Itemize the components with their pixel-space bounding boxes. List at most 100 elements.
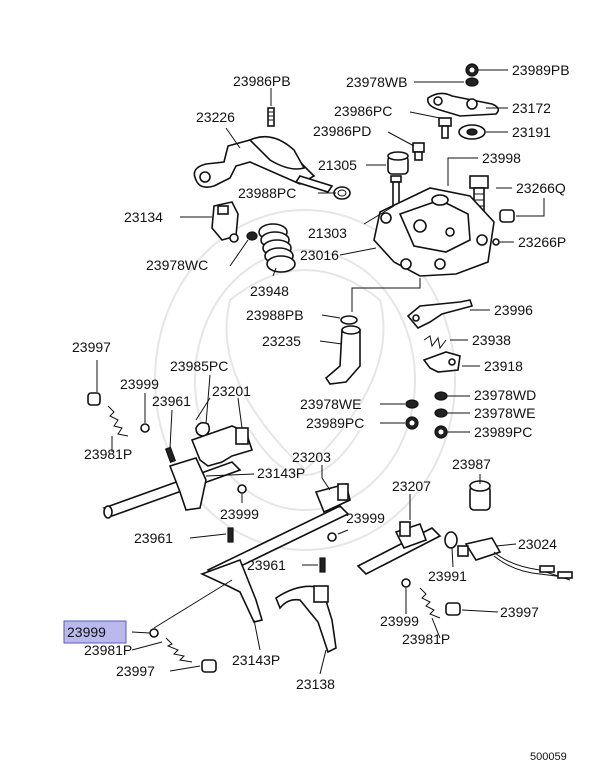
part-23985PC[interactable] — [195, 421, 211, 437]
label-23978WE-mid[interactable]: 23978WE — [300, 396, 361, 412]
part-23986PB[interactable] — [267, 107, 275, 127]
label-23918[interactable]: 23918 — [484, 358, 523, 374]
label-23978WD[interactable]: 23978WD — [474, 387, 536, 403]
part-23024[interactable] — [457, 537, 573, 581]
part-23999-ball-rightmid[interactable] — [327, 532, 337, 542]
label-23203[interactable]: 23203 — [292, 449, 331, 465]
label-23981P-right[interactable]: 23981P — [402, 631, 450, 647]
label-23986PD[interactable]: 23986PD — [313, 123, 371, 139]
label-23948[interactable]: 23948 — [250, 283, 289, 299]
label-23997-top[interactable]: 23997 — [72, 339, 111, 355]
part-23981P-bottom[interactable] — [165, 637, 193, 663]
label-23999-top[interactable]: 23999 — [120, 376, 159, 392]
part-23997-top[interactable] — [87, 392, 101, 406]
part-23997-right[interactable] — [445, 602, 461, 616]
part-23978WD[interactable] — [434, 391, 448, 401]
part-23999-ball-lowright[interactable] — [401, 578, 411, 588]
part-21305[interactable] — [387, 151, 409, 175]
label-23961-top[interactable]: 23961 — [152, 393, 191, 409]
label-23997-right[interactable]: 23997 — [500, 604, 539, 620]
part-23961-mid[interactable] — [227, 527, 234, 543]
part-23938[interactable] — [423, 335, 447, 350]
label-23938[interactable]: 23938 — [472, 332, 511, 348]
part-23981P-left[interactable] — [107, 405, 129, 437]
label-23235[interactable]: 23235 — [262, 333, 301, 349]
label-23999-highlighted[interactable]: 23999 — [67, 624, 106, 640]
part-23978WE-right[interactable] — [434, 408, 448, 418]
part-23981P-right[interactable] — [419, 587, 441, 619]
label-23997-bottom[interactable]: 23997 — [116, 663, 155, 679]
part-23961-lower[interactable] — [319, 557, 326, 573]
label-23998[interactable]: 23998 — [482, 150, 521, 166]
part-23999-ball-highlighted[interactable] — [149, 628, 159, 638]
label-23978WB[interactable]: 23978WB — [346, 74, 407, 90]
label-23996[interactable]: 23996 — [494, 302, 533, 318]
label-23016[interactable]: 23016 — [300, 247, 339, 263]
part-23987[interactable] — [469, 480, 491, 511]
label-23988PC[interactable]: 23988PC — [238, 185, 296, 201]
part-23235[interactable] — [324, 325, 361, 385]
part-23201[interactable] — [190, 425, 254, 467]
label-23978WC[interactable]: 23978WC — [146, 257, 208, 273]
label-23143P-upper[interactable]: 23143P — [257, 465, 305, 481]
label-23143P-lower[interactable]: 23143P — [232, 652, 280, 668]
label-23987[interactable]: 23987 — [452, 456, 491, 472]
part-23948[interactable] — [258, 223, 296, 273]
part-23978WB[interactable] — [465, 77, 479, 87]
label-23989PB[interactable]: 23989PB — [512, 62, 570, 78]
label-23981P-left[interactable]: 23981P — [84, 446, 132, 462]
part-23266Q[interactable] — [499, 209, 515, 223]
part-23999-ball-left[interactable] — [140, 423, 150, 433]
part-23172[interactable] — [426, 92, 500, 117]
part-23986PC[interactable] — [438, 117, 452, 139]
part-23266P[interactable] — [492, 238, 500, 246]
part-23918[interactable] — [422, 351, 461, 373]
label-23989PC-mid[interactable]: 23989PC — [306, 415, 364, 431]
label-23985PC[interactable]: 23985PC — [170, 358, 228, 374]
label-23989PC-right[interactable]: 23989PC — [474, 424, 532, 440]
label-23024[interactable]: 23024 — [518, 536, 557, 552]
part-23988PB[interactable] — [340, 315, 358, 325]
label-23999-mid[interactable]: 23999 — [220, 506, 259, 522]
label-23986PC[interactable]: 23986PC — [334, 103, 392, 119]
label-23226[interactable]: 23226 — [196, 109, 235, 125]
label-23134[interactable]: 23134 — [124, 209, 163, 225]
part-23989PB[interactable] — [465, 63, 479, 77]
label-23999-rightmid[interactable]: 23999 — [346, 510, 385, 526]
part-23226[interactable] — [193, 135, 334, 193]
label-23961-lower[interactable]: 23961 — [247, 557, 286, 573]
label-23266P[interactable]: 23266P — [518, 234, 566, 250]
label-23266Q[interactable]: 23266Q — [516, 180, 566, 196]
label-23981P-bottom[interactable]: 23981P — [84, 642, 132, 658]
label-23961-mid[interactable]: 23961 — [134, 530, 173, 546]
part-23986PD[interactable] — [412, 142, 425, 161]
part-23978WE-mid[interactable] — [405, 399, 419, 409]
label-23986PB[interactable]: 23986PB — [233, 73, 291, 89]
label-23978WE-right[interactable]: 23978WE — [474, 405, 535, 421]
label-21303[interactable]: 21303 — [308, 225, 347, 241]
part-23978WC[interactable] — [246, 231, 258, 241]
part-23143P-lower[interactable] — [199, 558, 264, 623]
part-23016[interactable] — [373, 187, 495, 277]
label-23138[interactable]: 23138 — [296, 676, 335, 692]
part-23996[interactable] — [406, 299, 474, 329]
label-23191[interactable]: 23191 — [512, 124, 551, 140]
label-23207[interactable]: 23207 — [392, 478, 431, 494]
part-23989PC-right[interactable] — [434, 425, 448, 439]
label-23201[interactable]: 23201 — [212, 383, 251, 399]
label-23991[interactable]: 23991 — [428, 568, 467, 584]
label-23172[interactable]: 23172 — [512, 100, 551, 116]
part-23991[interactable] — [444, 531, 458, 549]
label-23999-lowright[interactable]: 23999 — [380, 613, 419, 629]
part-23988PC[interactable] — [333, 186, 351, 200]
part-23989PC-mid[interactable] — [405, 416, 419, 430]
part-23997-bottom[interactable] — [201, 659, 217, 673]
label-21305[interactable]: 21305 — [318, 157, 357, 173]
part-23134[interactable] — [211, 201, 239, 243]
part-23191[interactable] — [458, 124, 486, 140]
part-23207[interactable] — [356, 521, 442, 575]
label-23988PB[interactable]: 23988PB — [246, 307, 304, 323]
part-23999-ball-mid[interactable] — [237, 484, 247, 494]
part-23138[interactable] — [275, 585, 337, 654]
part-23961-left[interactable] — [164, 446, 176, 464]
